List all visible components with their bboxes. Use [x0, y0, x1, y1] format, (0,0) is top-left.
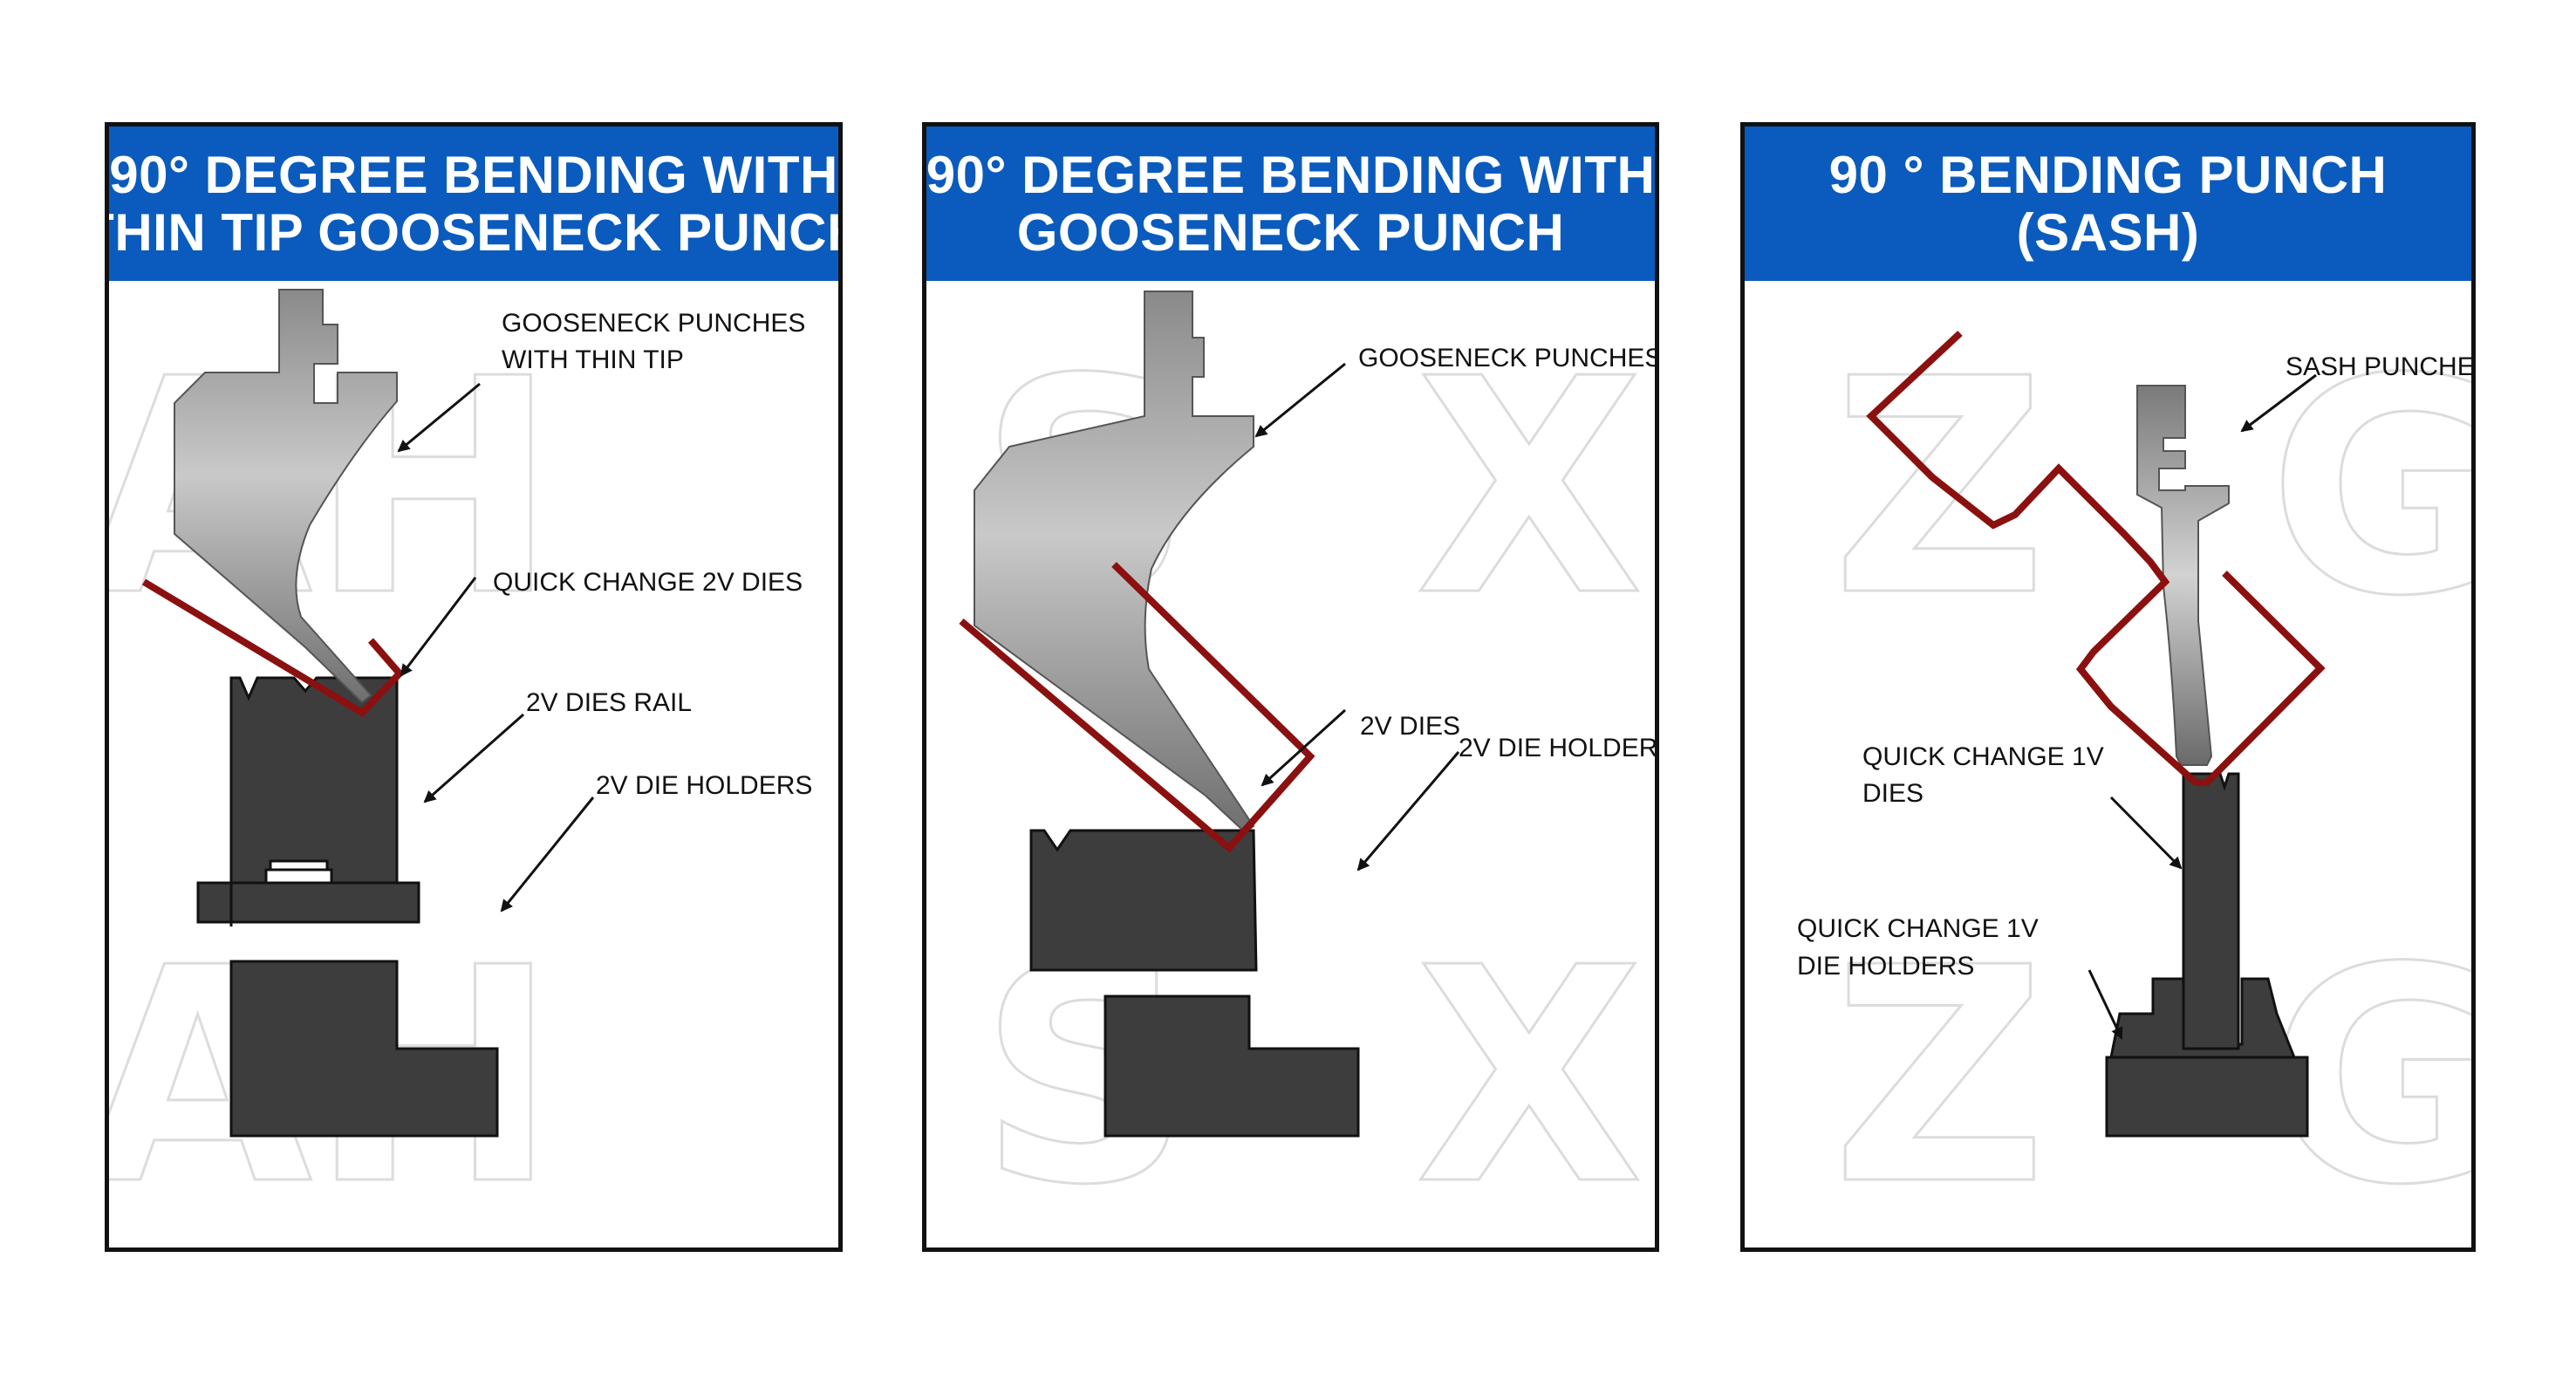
panel-gooseneck: 90° DEGREE BENDING WITH GOOSENECK PUNCH … [922, 122, 1659, 1252]
label-sash-punches: SASH PUNCHES [2286, 352, 2471, 381]
sash-punch [2136, 385, 2230, 766]
die-holder [229, 960, 499, 1138]
bent-sash-sheet [1866, 331, 2326, 786]
label-quick-change-1v: QUICK CHANGE 1V [1862, 742, 2104, 771]
panel-title-line1: 90 ° BENDING PUNCH [1828, 145, 2388, 204]
gooseneck-punch [974, 291, 1255, 834]
bent-sheet [959, 562, 1315, 853]
arrow-dies [1261, 708, 1347, 787]
label-2v-dies: 2V DIES [1360, 712, 1460, 741]
label-quick-change-2v-dies: QUICK CHANGE 2V DIES [493, 568, 803, 597]
panel-title-line1: 90° DEGREE BENDING WITH [926, 145, 1656, 204]
die-holder [1104, 995, 1360, 1138]
label-gooseneck-punches: GOOSENECK PUNCHES [1358, 344, 1655, 373]
diagram-canvas: S X S X GOOSENECK PUNCHES 2V DIES 2V DIE… [959, 291, 1655, 1248]
2v-die [1029, 829, 1258, 972]
label-gooseneck-punches: GOOSENECK PUNCHES [502, 309, 805, 338]
label-die-holders: DIE HOLDERS [1797, 952, 1974, 981]
diagram-canvas: A H A H GOOSENECK PUNCHES WITH THIN TIP … [109, 289, 812, 1248]
panel-title-line2: THIN TIP GOOSENECK PUNCH [105, 202, 843, 262]
panel-thin-tip-gooseneck: 90° DEGREE BENDING WITH THIN TIP GOOSENE… [105, 122, 843, 1252]
1v-die [2182, 772, 2240, 1050]
watermark-letter-z: Z [1832, 316, 2047, 661]
panel-header: 90° DEGREE BENDING WITH GOOSENECK PUNCH [926, 126, 1655, 281]
label-2v-die-holders: 2V DIE HOLDERS [1459, 734, 1655, 762]
arrow-dies [400, 577, 477, 677]
watermark-letter-x: X [1415, 905, 1643, 1248]
arrow-holders [500, 796, 595, 913]
arrow-holders [1356, 751, 1460, 872]
arrow-rail [423, 713, 524, 803]
watermark-letter-x: X [1415, 316, 1643, 661]
label-quick-change-1v: QUICK CHANGE 1V [1797, 914, 2039, 943]
label-with-thin-tip: WITH THIN TIP [502, 345, 684, 374]
arrow-sash-punch [2240, 373, 2317, 433]
gooseneck-punch-thin-tip [174, 289, 398, 704]
panel-title-line2: GOOSENECK PUNCH [1016, 202, 1565, 262]
arrow-1v-dies [2109, 796, 2183, 870]
1v-die-holder-base [2105, 1056, 2309, 1138]
label-2v-dies-rail: 2V DIES RAIL [526, 688, 692, 717]
panel-header: 90 ° BENDING PUNCH (SASH) [1745, 126, 2471, 281]
arrow-1v-die-holders [2087, 969, 2123, 1040]
rail-slot [269, 859, 329, 872]
arrow-punch [397, 382, 481, 453]
label-dies: DIES [1862, 779, 1923, 808]
panel-title-line1: 90° DEGREE BENDING WITH [109, 145, 838, 204]
panel-sash: 90 ° BENDING PUNCH (SASH) Z G Z G SASH P… [1740, 122, 2476, 1252]
panel-header: 90° DEGREE BENDING WITH THIN TIP GOOSENE… [109, 126, 838, 281]
diagram-canvas: Z G Z G SASH PUNCHES QUICK CHANGE 1V DIE… [1797, 315, 2471, 1248]
watermark-letter-g: G [2268, 316, 2471, 661]
bent-sheet [141, 578, 405, 718]
arrow-punch [1254, 362, 1346, 438]
watermark-letter-z: Z [1832, 905, 2047, 1248]
label-2v-die-holders: 2V DIE HOLDERS [596, 771, 812, 800]
panel-title-line2: (SASH) [2016, 202, 2200, 262]
